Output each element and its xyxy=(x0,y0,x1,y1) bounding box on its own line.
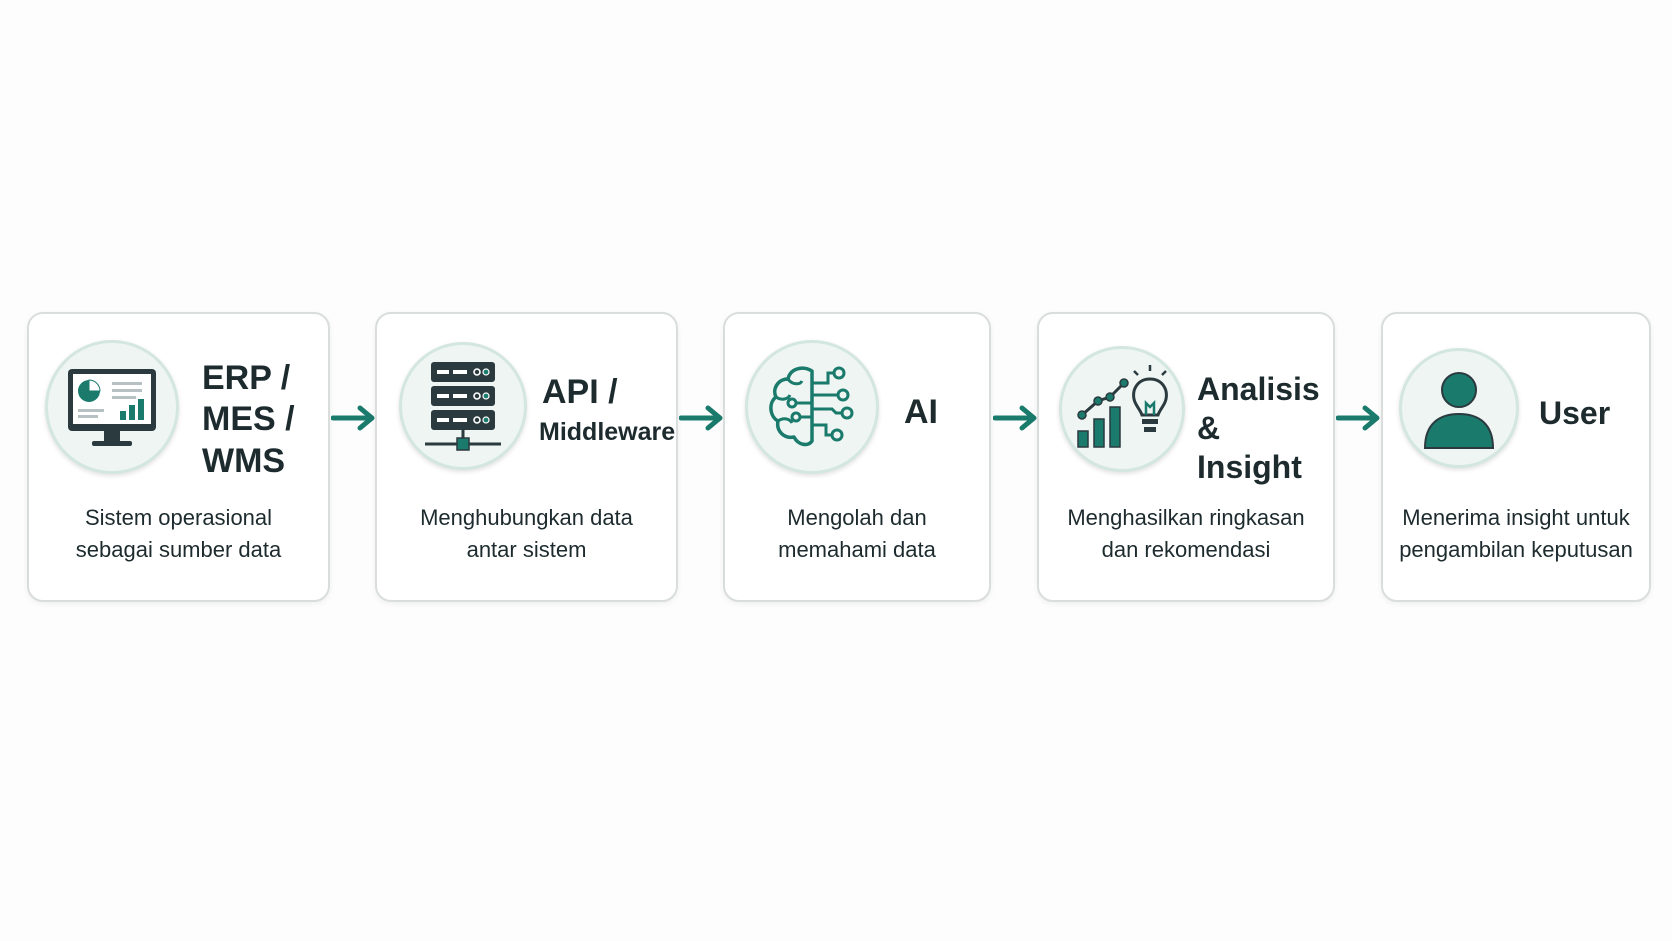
step-card-erp: ERP / MES / WMS Sistem operasional sebag… xyxy=(27,312,330,602)
arrow-right-icon xyxy=(331,405,375,431)
step-icon-circle xyxy=(1059,346,1185,472)
step-description: Sistem operasional sebagai sumber data xyxy=(75,505,282,562)
step-description: Menerima insight untuk pengambilan keput… xyxy=(1399,505,1633,562)
step-title: AI xyxy=(904,393,938,431)
step-icon-circle xyxy=(745,340,879,474)
step-icon-circle xyxy=(399,342,527,470)
monitor-dashboard-icon xyxy=(68,369,156,446)
chart-lightbulb-icon xyxy=(1077,365,1168,448)
arrow-right-icon xyxy=(993,405,1037,431)
step-title-sub: Middleware xyxy=(539,418,676,446)
step-icon-circle xyxy=(1399,348,1519,468)
step-card-api: API / Middleware Menghubungkan data anta… xyxy=(375,312,678,602)
arrow-right-icon xyxy=(1336,405,1380,431)
arrow-right-icon xyxy=(679,405,723,431)
brain-circuit-icon xyxy=(769,366,854,447)
step-description: Menghubungkan data antar sistem xyxy=(420,505,633,562)
step-title: Analisis & Insight xyxy=(1197,371,1320,486)
user-icon xyxy=(1423,372,1495,449)
step-card-ai: AI Mengolah dan memahami data xyxy=(723,312,991,602)
step-title: ERP / MES / WMS xyxy=(202,359,295,480)
step-description: Menghasilkan ringkasan dan rekomendasi xyxy=(1067,505,1305,562)
step-title: User xyxy=(1539,395,1611,431)
step-icon-circle xyxy=(45,340,179,474)
step-card-analisis: Analisis & Insight Menghasilkan ringkasa… xyxy=(1037,312,1335,602)
server-icon xyxy=(425,362,501,451)
step-description: Mengolah dan memahami data xyxy=(778,505,936,562)
step-title: API / xyxy=(542,373,618,411)
step-card-user: User Menerima insight untuk pengambilan … xyxy=(1381,312,1651,602)
